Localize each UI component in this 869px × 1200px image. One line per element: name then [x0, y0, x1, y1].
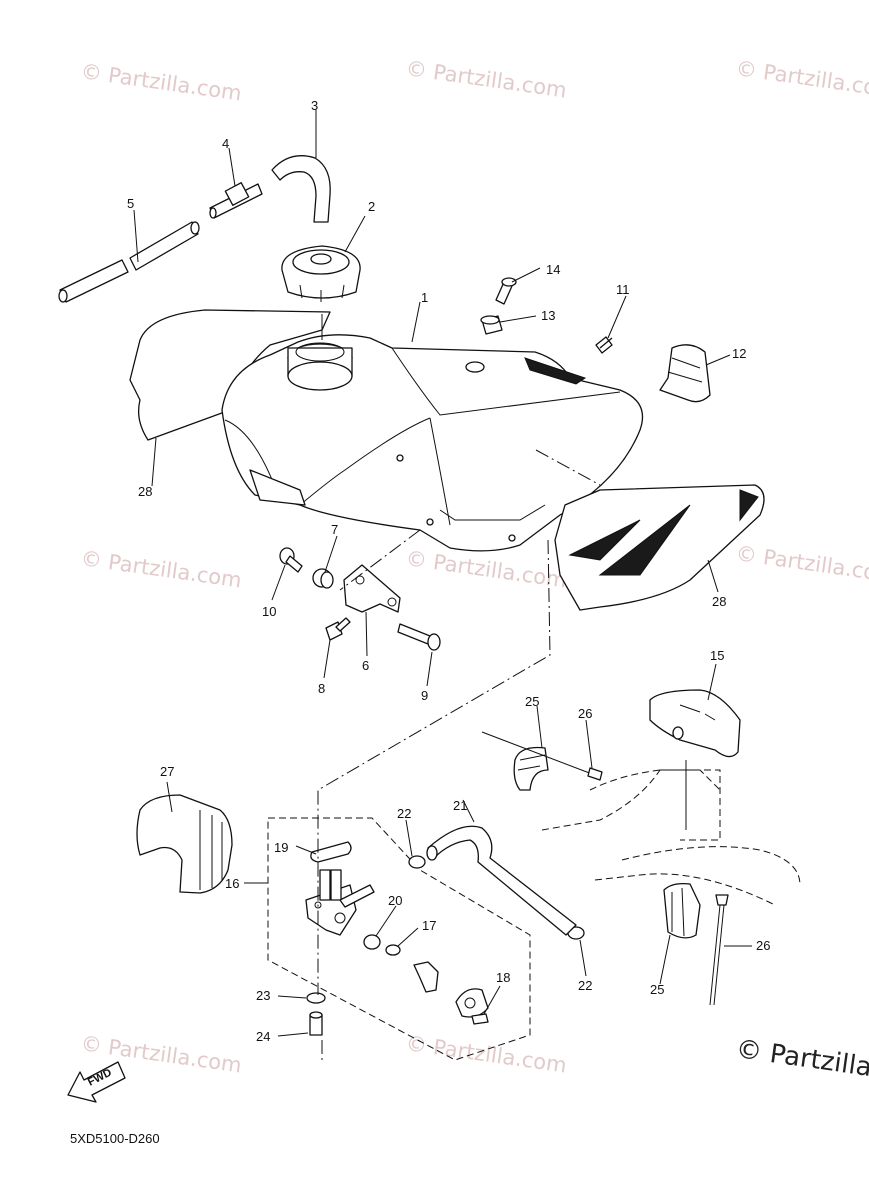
part-guard-cover[interactable] [649, 689, 741, 758]
callout-24: 24 [256, 1029, 270, 1044]
part-bracket[interactable] [343, 564, 401, 613]
callout-23: 23 [256, 988, 270, 1003]
part-cable-tie-upper[interactable] [481, 731, 603, 781]
part-bolt-14[interactable] [495, 277, 517, 305]
part-bent-hose[interactable] [271, 155, 331, 223]
callout-4: 4 [222, 136, 229, 151]
callout-17: 17 [422, 918, 436, 933]
callout-25-upper: 25 [525, 694, 539, 709]
watermark-group: © Partzilla.com © Partzilla.com © Partzi… [79, 56, 869, 1086]
part-cable-tie-lower[interactable] [709, 894, 729, 1006]
callout-5: 5 [127, 196, 134, 211]
frame-outline [541, 760, 801, 906]
callout-26-lower: 26 [756, 938, 770, 953]
callout-15: 15 [710, 648, 724, 663]
part-fuel-tank[interactable] [221, 334, 644, 552]
watermark: © Partzilla.com [79, 546, 243, 592]
part-clamp-upper[interactable] [513, 746, 549, 791]
part-clip[interactable] [659, 344, 711, 403]
callout-18: 18 [496, 970, 510, 985]
diagram-code: 5XD5100-D260 [70, 1131, 160, 1146]
part-damper[interactable] [312, 568, 334, 589]
part-cock-lever[interactable] [413, 961, 439, 993]
part-o-ring[interactable] [385, 944, 401, 956]
part-check-valve[interactable] [209, 182, 263, 219]
watermark: © Partzilla.com [734, 541, 869, 587]
part-strainer[interactable] [363, 934, 381, 950]
callout-27: 27 [160, 764, 174, 779]
part-tank-graphic-right[interactable] [554, 484, 765, 611]
callout-10: 10 [262, 604, 276, 619]
callout-25-lower: 25 [650, 982, 664, 997]
watermark: © Partzilla.com [734, 56, 869, 102]
part-gasket-19[interactable] [310, 841, 352, 863]
part-bolt-9[interactable] [397, 623, 441, 651]
callout-13: 13 [541, 308, 555, 323]
callout-20: 20 [388, 893, 402, 908]
part-collar[interactable] [480, 315, 503, 335]
part-bolt-24[interactable] [309, 1011, 323, 1036]
callout-28-left: 28 [138, 484, 152, 499]
fwd-arrow: FWD [67, 1061, 126, 1103]
callout-labels: 1 2 3 4 5 6 7 8 9 10 11 12 13 14 15 16 1… [127, 98, 770, 1044]
callout-22-upper: 22 [397, 806, 411, 821]
part-washer[interactable] [306, 992, 326, 1004]
watermark: © Partzilla.com [404, 56, 568, 102]
watermark-corner: © Partzilla.c [734, 1034, 869, 1086]
callout-28-right: 28 [712, 594, 726, 609]
part-protector[interactable] [136, 794, 233, 894]
watermark: © Partzilla.com [79, 59, 243, 105]
callout-21: 21 [453, 798, 467, 813]
callout-22-lower: 22 [578, 978, 592, 993]
part-plate[interactable] [455, 988, 489, 1025]
callout-12: 12 [732, 346, 746, 361]
part-bolt-10[interactable] [279, 547, 303, 573]
part-clamp-lower[interactable] [663, 882, 701, 939]
part-breather-hose[interactable] [58, 221, 200, 303]
part-bolt-11[interactable] [595, 336, 613, 354]
callout-1: 1 [421, 290, 428, 305]
callout-26-upper: 26 [578, 706, 592, 721]
callout-2: 2 [368, 199, 375, 214]
leader-lines [133, 110, 752, 1060]
part-clip-22-upper[interactable] [408, 855, 426, 869]
callout-19: 19 [274, 840, 288, 855]
callout-6: 6 [362, 658, 369, 673]
callout-8: 8 [318, 681, 325, 696]
callout-9: 9 [421, 688, 428, 703]
callout-14: 14 [546, 262, 560, 277]
watermark: © Partzilla.com [404, 1031, 568, 1077]
part-fuel-hose[interactable] [426, 825, 577, 936]
callout-7: 7 [331, 522, 338, 537]
callout-3: 3 [311, 98, 318, 113]
part-fuel-cap[interactable] [281, 245, 361, 302]
part-bolt-8[interactable] [325, 617, 351, 641]
callout-11: 11 [616, 282, 630, 297]
watermark: © Partzilla.com [404, 546, 568, 592]
callout-16: 16 [225, 876, 239, 891]
